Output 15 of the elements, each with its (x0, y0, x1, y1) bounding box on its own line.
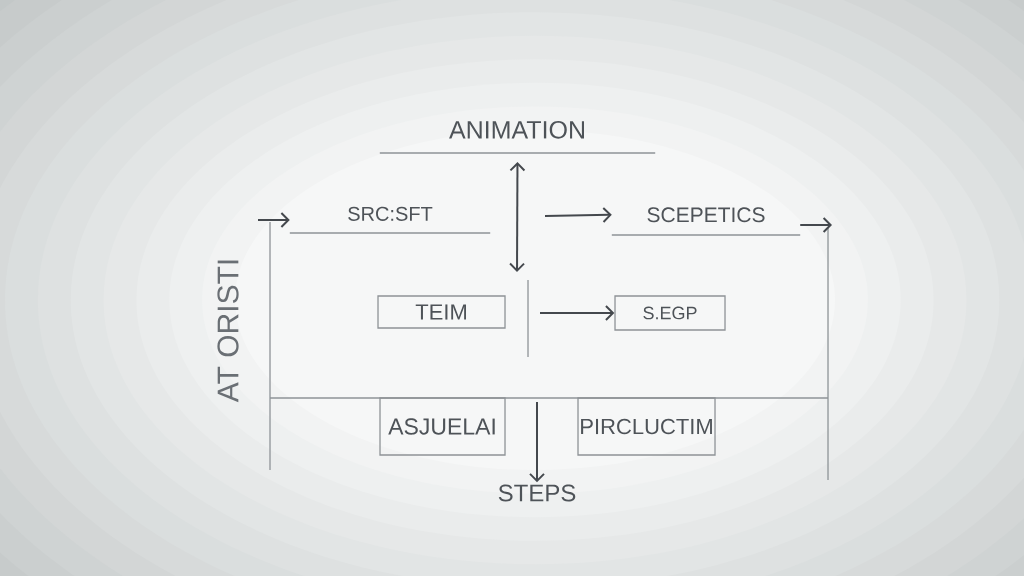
arrow (544, 206, 612, 223)
arrow (529, 401, 545, 483)
label-box: S.EGP (614, 295, 726, 331)
label-box: PIRCLUCTIM (577, 397, 716, 456)
underlined-label: SRC:SFT (289, 206, 491, 234)
underlined-label: ANIMATION (379, 120, 656, 154)
arrow (257, 212, 290, 228)
label-box: ASJUELAI (379, 397, 506, 456)
double-arrow (509, 162, 526, 272)
arrow (539, 305, 615, 321)
underlined-label: SCEPETICS (611, 207, 801, 236)
text-label: STEPS (498, 484, 576, 502)
label-box: TEIM (377, 295, 506, 329)
arrow (799, 217, 832, 233)
vertical-label: AT ORISTI (217, 260, 239, 403)
